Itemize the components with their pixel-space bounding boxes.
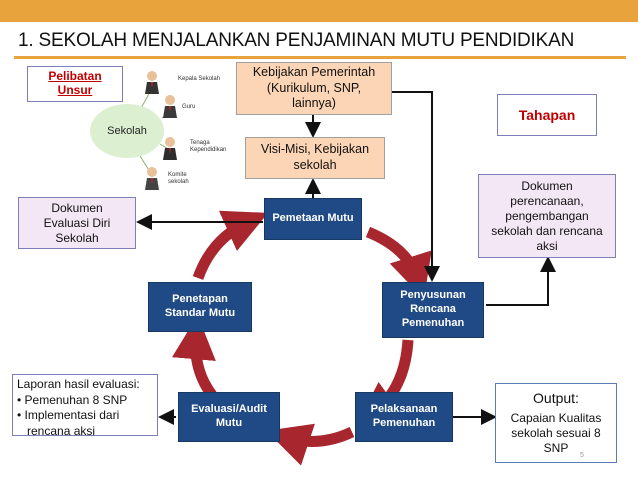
arrow-penyusunan-dokumen: [486, 256, 556, 306]
cycle-arrow-3: [266, 423, 355, 466]
page-title: 1. SEKOLAH MENJALANKAN PENJAMINAN MUTU P…: [18, 30, 575, 51]
stakeholder-label-tenaga: Tenaga Kependidikan: [190, 140, 227, 154]
top-accent-bar: [0, 0, 638, 22]
tenaga-kependidikan-icon: [163, 137, 177, 160]
dokumen-perencanaan-box: Dokumen perencanaan, pengembangan sekola…: [478, 174, 616, 258]
title-underline: [14, 56, 626, 59]
output-box: Output: Capaian Kualitas sekolah sesuai …: [495, 383, 617, 463]
kebijakan-pemerintah-box: Kebijakan Pemerintah (Kurikulum, SNP, la…: [236, 62, 392, 115]
cycle-arrow-4: [172, 315, 217, 399]
dokumen-evaluasi-box: Dokumen Evaluasi Diri Sekolah: [18, 197, 136, 249]
laporan-item: • Implementasi dari: [17, 408, 120, 423]
guru-icon: [163, 95, 177, 118]
laporan-heading: Laporan hasil evaluasi:: [17, 377, 140, 391]
node-pemetaan-mutu: Pemetaan Mutu: [264, 198, 362, 240]
laporan-item: rencana aksi: [17, 423, 96, 438]
node-penetapan-standar: Penetapan Standar Mutu: [148, 282, 252, 332]
page-number: 5: [580, 452, 584, 459]
laporan-item: • Pemenuhan 8 SNP: [17, 392, 128, 407]
sekolah-label: Sekolah: [107, 125, 147, 137]
pelibatan-line1: Pelibatan: [48, 69, 102, 83]
sekolah-circle: Sekolah: [90, 104, 164, 158]
output-body: Capaian Kualitas sekolah sesuai 8 SNP: [510, 410, 602, 455]
stakeholder-label-komite: Komite sekolah: [168, 172, 189, 186]
stakeholder-label-kepala: Kepala Sekolah: [178, 76, 221, 82]
laporan-hasil-evaluasi-box: Laporan hasil evaluasi: • Pemenuhan 8 SN…: [12, 374, 158, 438]
node-pelaksanaan-pemenuhan: Pelaksanaan Pemenuhan: [355, 392, 453, 442]
tahapan-label: Tahapan: [497, 94, 597, 136]
visi-misi-box: Visi-Misi, Kebijakan sekolah: [245, 137, 385, 179]
node-penyusunan-rencana: Penyusunan Rencana Pemenuhan: [382, 282, 484, 338]
stakeholder-label-guru: Guru: [182, 104, 196, 110]
output-heading: Output:: [533, 390, 579, 407]
cycle-arrow-5: [192, 210, 269, 280]
pelibatan-unsur-label: Pelibatan Unsur: [27, 66, 123, 102]
pelibatan-line2: Unsur: [57, 83, 93, 98]
node-evaluasi-audit: Evaluasi/Audit Mutu: [178, 392, 280, 442]
komite-sekolah-icon: [145, 167, 159, 190]
arrow-kebijakan-penyusunan: [392, 91, 440, 282]
kepala-sekolah-icon: [145, 71, 159, 94]
cycle-arrow-1: [365, 226, 432, 299]
